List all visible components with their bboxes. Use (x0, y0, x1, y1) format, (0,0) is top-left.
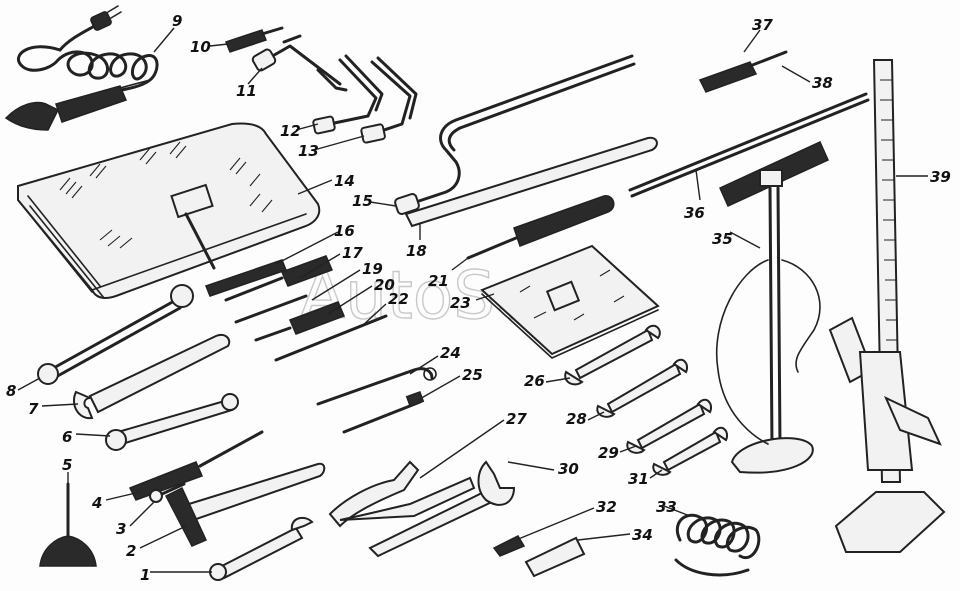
callout-13: 13 (298, 142, 319, 160)
ring-spanner-6 (105, 393, 239, 451)
jack (828, 59, 946, 553)
spring-coil (674, 513, 761, 577)
callout-19: 19 (362, 260, 383, 278)
callout-26: 26 (524, 372, 545, 390)
screwdriver-21 (466, 195, 615, 260)
small-screwdriver-10 (225, 26, 284, 53)
callout-31: 31 (628, 470, 649, 488)
spanner-29 (626, 398, 712, 454)
hammer (164, 462, 326, 547)
callout-14: 14 (334, 172, 355, 190)
adjustable-wrench (368, 460, 516, 558)
callout-20: 20 (374, 276, 395, 294)
callout-11: 11 (236, 82, 257, 100)
blade-32 (492, 535, 526, 557)
open-spanner-7 (73, 334, 231, 420)
spanner-1 (209, 516, 314, 581)
callout-39: 39 (930, 168, 951, 186)
socket-wrench-12 (312, 54, 384, 135)
callout-16: 16 (334, 222, 355, 240)
screwdriver-20 (254, 301, 345, 342)
socket-wrench-11 (251, 34, 348, 92)
callout-4: 4 (91, 494, 102, 512)
inspection-lamp (4, 5, 159, 131)
callout-18: 18 (406, 242, 427, 260)
pliers (328, 460, 476, 528)
oil-can (39, 482, 97, 567)
callout-8: 8 (6, 382, 16, 400)
callout-24: 24 (440, 344, 461, 362)
callout-21: 21 (428, 272, 449, 290)
callout-28: 28 (566, 410, 587, 428)
callout-32: 32 (596, 498, 617, 516)
callout-17: 17 (342, 244, 363, 262)
callout-5: 5 (62, 456, 72, 474)
key-3 (149, 482, 186, 503)
callout-36: 36 (684, 204, 705, 222)
spanner-28 (596, 358, 688, 418)
instruction-booklet (480, 244, 660, 359)
tyre-lever (404, 136, 658, 228)
callout-38: 38 (812, 74, 833, 92)
callout-9: 9 (172, 12, 182, 30)
tyre-pump (715, 141, 829, 474)
ring-spanner-8 (37, 284, 194, 385)
screwdriver-17 (224, 255, 334, 302)
callout-7: 7 (28, 400, 39, 418)
callout-15: 15 (352, 192, 373, 210)
strip-34 (524, 536, 586, 578)
tommy-bar-22 (274, 314, 388, 362)
callout-22: 22 (388, 290, 409, 308)
spanner-26 (564, 324, 661, 386)
tool-4 (128, 430, 264, 501)
callout-23: 23 (450, 294, 471, 312)
callout-2: 2 (126, 542, 136, 560)
callout-6: 6 (62, 428, 72, 446)
bar-25 (342, 390, 425, 434)
callout-37: 37 (752, 16, 773, 34)
callout-10: 10 (190, 38, 211, 56)
callout-12: 12 (280, 122, 301, 140)
callout-1: 1 (140, 566, 150, 584)
box-wrench-24 (316, 367, 437, 406)
callout-34: 34 (632, 526, 653, 544)
callout-25: 25 (462, 366, 483, 384)
callout-29: 29 (598, 444, 619, 462)
callout-3: 3 (116, 520, 126, 538)
spanner-31 (652, 426, 728, 476)
callout-27: 27 (506, 410, 527, 428)
tool-bag (17, 122, 321, 299)
tool-37 (698, 50, 788, 93)
crank-handle (394, 54, 636, 215)
bar-36 (628, 92, 870, 198)
callout-35: 35 (712, 230, 733, 248)
socket-wrench-13 (360, 56, 418, 144)
drift-19 (234, 294, 308, 324)
leader-lines (17, 27, 928, 573)
callout-33: 33 (656, 498, 677, 516)
callout-30: 30 (558, 460, 579, 478)
